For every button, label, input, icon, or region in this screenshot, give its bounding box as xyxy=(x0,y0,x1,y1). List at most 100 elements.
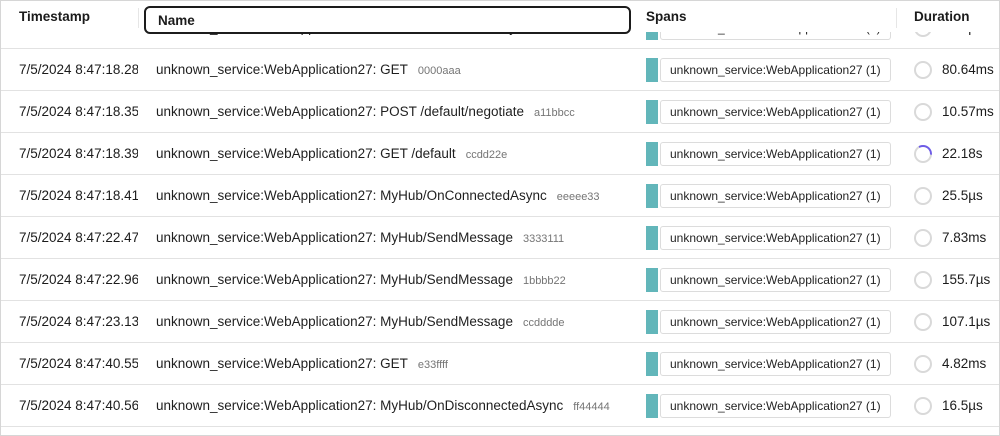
trace-id: ccdd22e xyxy=(465,149,508,161)
trace-duration-cell: 4.82ms xyxy=(896,354,999,373)
trace-row[interactable]: 7/5/2024 8:47:40.56... unknown_service:W… xyxy=(1,385,999,427)
trace-id: e33ffff xyxy=(417,359,448,371)
duration-value: 4.82ms xyxy=(942,356,987,371)
trace-id: eeeee33 xyxy=(556,191,600,203)
trace-spans-cell: unknown_service:WebApplication27 (1) xyxy=(641,57,896,82)
column-header-duration: Duration xyxy=(914,9,970,24)
trace-name: unknown_service:WebApplication27: GET xyxy=(156,356,408,371)
span-color-bar-icon xyxy=(646,183,658,208)
span-resource-chip[interactable]: unknown_service:WebApplication27 (1) xyxy=(646,225,891,250)
duration-value: 155.7µs xyxy=(942,272,991,287)
span-color-bar-icon xyxy=(646,141,658,166)
duration-ring-icon xyxy=(914,396,932,415)
trace-row[interactable]: 7/5/2024 8:47:18.41... unknown_service:W… xyxy=(1,175,999,217)
trace-name: unknown_service:WebApplication27: GET xyxy=(156,62,408,77)
duration-ring-icon xyxy=(914,270,932,289)
span-resource-label: unknown_service:WebApplication27 (1) xyxy=(660,99,891,124)
span-color-bar-icon xyxy=(646,309,658,334)
trace-duration-cell: 10.57ms xyxy=(896,102,999,121)
span-resource-label: unknown_service:WebApplication27 (1) xyxy=(660,225,891,250)
trace-spans-cell: unknown_service:WebApplication27 (1) xyxy=(641,309,896,334)
trace-name-cell: unknown_service:WebApplication27: POST /… xyxy=(138,104,641,119)
trace-name: unknown_service:WebApplication27: GET /d… xyxy=(156,146,456,161)
column-header-name-focused[interactable]: Name xyxy=(144,6,631,34)
trace-duration-cell: 107.1µs xyxy=(896,312,999,331)
duration-value: 22.18s xyxy=(942,146,983,161)
trace-timestamp: 7/5/2024 8:47:40.55... xyxy=(19,356,138,371)
trace-duration-cell: 7.83ms xyxy=(896,228,999,247)
trace-timestamp: 7/5/2024 8:47:23.13... xyxy=(19,314,138,329)
span-resource-label: unknown_service:WebApplication27 (1) xyxy=(660,57,891,82)
trace-spans-cell: unknown_service:WebApplication27 (1) xyxy=(641,393,896,418)
trace-timestamp: 7/5/2024 8:47:18.35... xyxy=(19,104,138,119)
trace-name-cell: unknown_service:WebApplication27: MyHub/… xyxy=(138,314,641,329)
span-resource-label: unknown_service:WebApplication27 (1) xyxy=(660,351,891,376)
column-header-spans: Spans xyxy=(646,9,687,24)
column-header-name-label: Name xyxy=(158,12,195,28)
trace-name: unknown_service:WebApplication27: MyHub/… xyxy=(156,230,513,245)
span-color-bar-icon xyxy=(646,267,658,292)
trace-row[interactable]: 7/5/2024 8:47:40.55... unknown_service:W… xyxy=(1,343,999,385)
column-header-timestamp: Timestamp xyxy=(19,9,91,24)
span-color-bar-icon xyxy=(646,57,658,82)
trace-duration-cell: 80.64ms xyxy=(896,60,999,79)
span-color-bar-icon xyxy=(646,393,658,418)
trace-timestamp: 7/5/2024 8:47:18.28... xyxy=(19,62,138,77)
trace-spans-cell: unknown_service:WebApplication27 (1) xyxy=(641,351,896,376)
span-resource-chip[interactable]: unknown_service:WebApplication27 (1) xyxy=(646,99,891,124)
duration-ring-icon xyxy=(914,186,932,205)
trace-timestamp: 7/5/2024 8:47:22.47... xyxy=(19,230,138,245)
trace-spans-cell: unknown_service:WebApplication27 (1) xyxy=(641,183,896,208)
trace-row[interactable]: 7/5/2024 8:47:18.28... unknown_service:W… xyxy=(1,49,999,91)
trace-id: ccdddde xyxy=(522,317,565,329)
trace-row[interactable]: 7/5/2024 8:47:23.13... unknown_service:W… xyxy=(1,301,999,343)
span-resource-label: unknown_service:WebApplication27 (1) xyxy=(660,393,891,418)
span-resource-label: unknown_service:WebApplication27 (1) xyxy=(660,183,891,208)
trace-id: 0000aaa xyxy=(417,65,461,77)
duration-value: 10.57ms xyxy=(942,104,994,119)
duration-value: 80.64ms xyxy=(942,62,994,77)
span-resource-label: unknown_service:WebApplication27 (1) xyxy=(660,309,891,334)
span-color-bar-icon xyxy=(646,225,658,250)
trace-name-cell: unknown_service:WebApplication27: GET /d… xyxy=(138,146,641,161)
trace-row[interactable]: 7/5/2024 8:47:22.96... unknown_service:W… xyxy=(1,259,999,301)
trace-name-cell: unknown_service:WebApplication27: MyHub/… xyxy=(138,272,641,287)
trace-name: unknown_service:WebApplication27: MyHub/… xyxy=(156,272,513,287)
trace-duration-cell: 25.5µs xyxy=(896,186,999,205)
span-resource-chip[interactable]: unknown_service:WebApplication27 (1) xyxy=(646,267,891,292)
trace-spans-cell: unknown_service:WebApplication27 (1) xyxy=(641,267,896,292)
duration-value: 16.5µs xyxy=(942,398,983,413)
trace-row[interactable]: 7/5/2024 8:47:18.39... unknown_service:W… xyxy=(1,133,999,175)
trace-name: unknown_service:WebApplication27: MyHub/… xyxy=(156,188,547,203)
span-resource-chip[interactable]: unknown_service:WebApplication27 (1) xyxy=(646,183,891,208)
span-resource-chip[interactable]: unknown_service:WebApplication27 (1) xyxy=(646,309,891,334)
trace-timestamp: 7/5/2024 8:47:40.56... xyxy=(19,398,138,413)
duration-ring-icon xyxy=(914,354,932,373)
duration-ring-icon xyxy=(914,60,932,79)
trace-timestamp: 7/5/2024 8:47:18.39... xyxy=(19,146,138,161)
trace-name: unknown_service:WebApplication27: MyHub/… xyxy=(156,314,513,329)
column-divider xyxy=(896,8,897,28)
duration-ring-icon xyxy=(914,144,932,163)
duration-ring-icon xyxy=(914,102,932,121)
trace-duration-cell: 155.7µs xyxy=(896,270,999,289)
trace-id: ff44444 xyxy=(573,401,610,413)
duration-value: 25.5µs xyxy=(942,188,983,203)
duration-ring-icon xyxy=(914,228,932,247)
span-resource-chip[interactable]: unknown_service:WebApplication27 (1) xyxy=(646,351,891,376)
span-color-bar-icon xyxy=(646,351,658,376)
trace-row[interactable]: 7/5/2024 8:47:22.47... unknown_service:W… xyxy=(1,217,999,259)
span-resource-label: unknown_service:WebApplication27 (1) xyxy=(660,267,891,292)
duration-value: 7.83ms xyxy=(942,230,987,245)
trace-name-cell: unknown_service:WebApplication27: MyHub/… xyxy=(138,398,641,413)
trace-id: 1bbbb22 xyxy=(522,275,566,287)
trace-row[interactable]: 7/5/2024 8:47:18.35... unknown_service:W… xyxy=(1,91,999,133)
span-resource-chip[interactable]: unknown_service:WebApplication27 (1) xyxy=(646,393,891,418)
span-resource-chip[interactable]: unknown_service:WebApplication27 (1) xyxy=(646,141,891,166)
span-resource-chip[interactable]: unknown_service:WebApplication27 (1) xyxy=(646,57,891,82)
trace-spans-cell: unknown_service:WebApplication27 (1) xyxy=(641,99,896,124)
duration-ring-icon xyxy=(914,312,932,331)
trace-name-cell: unknown_service:WebApplication27: MyHub/… xyxy=(138,230,641,245)
duration-value: 107.1µs xyxy=(942,314,991,329)
